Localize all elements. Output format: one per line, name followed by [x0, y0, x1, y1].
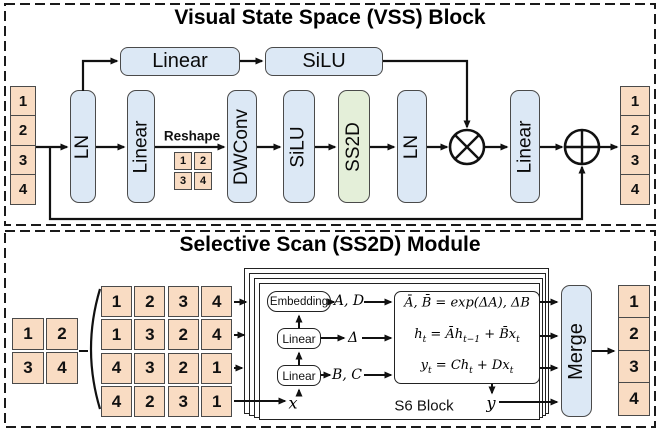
ss2d-input-grid: 1 2 3 4 — [12, 318, 78, 384]
token-cell: 4 — [46, 352, 78, 384]
linear-bottom-label: Linear — [282, 368, 316, 383]
vss-output-stack: 1 2 3 4 — [620, 86, 650, 205]
token-cell: 1 — [201, 352, 233, 384]
token-cell: 4 — [201, 319, 233, 351]
token-cell: 1 — [201, 386, 233, 418]
token-cell: 3 — [134, 319, 166, 351]
embedding-block: Embedding — [267, 291, 331, 312]
token-cell: 4 — [101, 386, 132, 418]
output-var-y: y — [486, 393, 496, 413]
param-bc-label: B, C — [332, 367, 362, 383]
ss2d-label: SS2D — [343, 121, 365, 172]
vss-input-stack: 1 2 3 4 — [10, 86, 36, 205]
ss2d-panel-title: Selective Scan (SS2D) Module — [179, 233, 481, 256]
token-cell: 4 — [618, 381, 650, 416]
param-delta-label: Δ — [347, 330, 359, 346]
token-cell: 3 — [12, 352, 44, 384]
token-cell: 2 — [134, 386, 166, 418]
linear-top-label: Linear — [282, 331, 316, 346]
token-cell: 3 — [134, 352, 166, 384]
token-cell: 4 — [620, 173, 650, 205]
ss2d-block: SS2D — [338, 90, 370, 203]
vss-panel-title: Visual State Space (VSS) Block — [174, 6, 486, 29]
silu-label: SiLU — [288, 125, 309, 168]
token-cell: 2 — [618, 317, 650, 352]
s6-block-label: S6 Block — [394, 397, 454, 415]
token-cell: 3 — [620, 144, 650, 176]
token-cell: 2 — [134, 286, 166, 317]
token-cell: 3 — [10, 144, 36, 176]
linear-top-block: Linear — [277, 328, 321, 349]
token-cell: 4 — [194, 172, 212, 190]
ln1-label: LN — [72, 134, 94, 159]
branch-silu-label: SiLU — [302, 50, 346, 72]
branch-silu-block: SiLU — [265, 47, 383, 76]
token-cell: 2 — [10, 115, 36, 147]
token-cell: 3 — [174, 172, 192, 190]
token-cell: 4 — [101, 352, 132, 384]
ln2-label: LN — [400, 134, 422, 159]
token-cell: 2 — [46, 318, 78, 350]
token-cell: 4 — [10, 173, 36, 205]
token-cell: 1 — [101, 286, 132, 317]
equation-state: ht = Āht−1 + B̄xt — [414, 327, 520, 345]
branch-linear-label: Linear — [152, 50, 208, 72]
linear-bottom-block: Linear — [277, 365, 321, 386]
merge-label: Merge — [565, 322, 588, 380]
token-cell: 1 — [618, 285, 650, 319]
reshape-label: Reshape — [163, 128, 221, 144]
linear1-block: Linear — [127, 90, 155, 203]
linear1-label: Linear — [130, 120, 152, 173]
token-cell: 1 — [174, 152, 192, 170]
token-cell: 2 — [194, 152, 212, 170]
token-cell: 2 — [167, 319, 199, 351]
silu-block: SiLU — [283, 90, 315, 203]
embedding-label: Embedding — [269, 295, 329, 308]
linear2-label: Linear — [514, 120, 536, 173]
param-ad-label: A, D — [333, 293, 365, 309]
token-cell: 3 — [618, 349, 650, 384]
input-var-x: x — [288, 393, 298, 413]
expand-paren — [89, 288, 102, 410]
dwconv-block: DWConv — [227, 90, 257, 203]
equation-output: yt = Cht + Dxt — [420, 358, 514, 376]
scan-order-grid: 1 2 3 4 1 3 2 4 4 3 2 1 4 2 3 1 — [101, 286, 233, 418]
ss2d-output-stack: 1 2 3 4 — [618, 285, 650, 416]
reshape-grid: 1 2 3 4 — [174, 152, 212, 190]
token-cell: 2 — [620, 115, 650, 147]
vss-panel-border — [4, 3, 656, 226]
ln1-block: LN — [70, 90, 96, 203]
equation-discretize: Ā, B̄ = exp(ΔA), ΔB — [404, 295, 530, 311]
add-op-icon — [563, 128, 601, 166]
token-cell: 1 — [101, 319, 132, 351]
merge-block: Merge — [561, 285, 592, 417]
dwconv-label: DWConv — [231, 108, 253, 185]
linear2-block: Linear — [510, 90, 540, 203]
token-cell: 4 — [201, 286, 233, 317]
branch-linear-block: Linear — [120, 47, 240, 76]
token-cell: 1 — [10, 86, 36, 117]
token-cell: 1 — [12, 318, 44, 350]
ln2-block: LN — [397, 90, 427, 203]
multiply-op-icon — [448, 128, 486, 166]
token-cell: 3 — [167, 386, 199, 418]
token-cell: 1 — [620, 86, 650, 117]
token-cell: 2 — [167, 352, 199, 384]
token-cell: 3 — [167, 286, 199, 317]
